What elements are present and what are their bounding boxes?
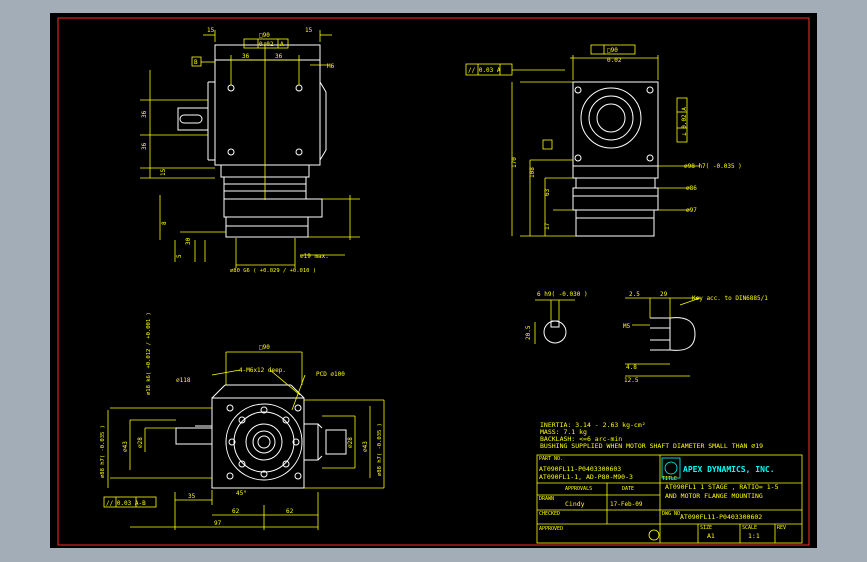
dim-sq90: □90 (259, 32, 270, 39)
dim-36-top-left: 36 (242, 53, 250, 60)
dim-36-left: 36 (141, 110, 148, 118)
dim-sq90-top: □90 (259, 344, 270, 351)
dim-62-right: 62 (286, 508, 294, 515)
company-logo: APEX DYNAMICS, INC. (661, 457, 775, 479)
dim-2-5: 2.5 (629, 291, 640, 298)
label-part-no: PART NO. (539, 456, 563, 462)
notes: INERTIA: 3.14 - 2.63 kg-cm² MASS: 7.1 kg… (540, 421, 763, 450)
dim-phi80-g6: ∅80 G6 ( +0.029 / +0.010 ) (230, 268, 316, 274)
dim-36-top-right: 36 (275, 53, 283, 60)
dim-key-6h9: 6 h9( -0.030 ) (537, 291, 588, 298)
top-view: □90 ∅18 k6( +0.012 / +0.001 ) ∅118 4-M6x… (100, 312, 385, 530)
dim-15-left: 15 (207, 27, 215, 34)
keyway-detail: 6 h9( -0.030 ) 20.5 2.5 29 Key acc. to D… (525, 291, 768, 384)
label-size: SIZE (700, 525, 712, 531)
part-no-2: AT090FL1-1, AD-P80-M90-3 (539, 473, 633, 481)
dim-phi97: ∅97 (686, 207, 697, 214)
label-checked: CHECKED (539, 511, 560, 517)
drawing-border (57, 17, 810, 546)
dim-phi98-h7: ∅98 h7( -0.035 ) (684, 163, 742, 170)
label-approved: APPROVED (539, 526, 563, 532)
title-line-1: AT090FL1 1 STAGE , RATIO= 1-5 (665, 483, 779, 491)
thread-m5: M5 (623, 323, 631, 330)
label-drawn: DRAWN (539, 496, 554, 502)
thread-m6x12: 4-M6x12 deep. (239, 367, 286, 374)
label-title: TITLE (662, 476, 677, 482)
dim-170: 170 (511, 157, 518, 168)
tol-parallel-003: // 0.03 A (468, 67, 501, 74)
dim-phi88-left: ∅88 h7( -0.035 ) (100, 425, 106, 478)
drawn-name: Cindy (565, 500, 585, 508)
front-view: 15 15 □90 0.02 A B 36 36 M6 36 36 15 8 3… (140, 27, 360, 274)
label-date: DATE (622, 486, 634, 492)
dwg-no: AT090FL11-P0403300602 (680, 513, 762, 521)
note-backlash: BACKLASH: <=6 arc-min (540, 435, 622, 443)
label-rev: REV (777, 525, 786, 531)
label-dwg-no: DWG NO. (662, 511, 683, 517)
drawing-sheet (50, 13, 817, 548)
key-note: Key acc. to DIN6885/1 (692, 295, 768, 302)
dim-17: 17 (544, 222, 551, 230)
dim-12-5: 12.5 (624, 377, 639, 384)
side-view: □90 0.02 // 0.03 A ⊥ 0.02 A 170 108 63 1… (465, 44, 742, 237)
note-bushing: BUSHING SUPPLIED WHEN MOTOR SHAFT DIAMET… (540, 442, 763, 450)
dim-phi86: ∅86 (686, 185, 697, 192)
dim-4-8: 4.8 (626, 364, 637, 371)
scale-value: 1:1 (748, 532, 760, 540)
title-line-2: AND MOTOR FLANGE MOUNTING (665, 492, 763, 500)
dim-29: 29 (660, 291, 668, 298)
thread-m6: M6 (327, 63, 335, 70)
size-value: A1 (707, 532, 715, 540)
ref-a: A (280, 41, 284, 48)
tol-002-side: 0.02 (607, 57, 622, 64)
ref-b: B (194, 59, 198, 66)
dim-20-5: 20.5 (525, 325, 532, 340)
drawn-date: 17-Feb-09 (610, 501, 643, 508)
note-inertia: INERTIA: 3.14 - 2.63 kg-cm² (540, 421, 646, 429)
dim-phi28-right: ∅28 (347, 437, 354, 448)
dim-15-right: 15 (305, 27, 313, 34)
title-block: PART NO. AT090FL11-P0403300603 AT090FL1-… (536, 454, 803, 544)
dim-63: 63 (544, 188, 551, 196)
dim-phi118: ∅118 (176, 377, 191, 384)
label-approvals: APPROVALS (565, 486, 592, 492)
note-mass: MASS: 7.1 kg (540, 428, 587, 436)
dim-108: 108 (529, 167, 536, 178)
angle-45: 45° (236, 490, 247, 497)
tol-002: 0.02 (259, 41, 274, 48)
dim-62-left: 62 (232, 508, 240, 515)
dim-5: 5 (176, 254, 183, 258)
dim-15-left-low: 15 (160, 168, 167, 176)
dim-8-low: 8 (161, 221, 168, 225)
dim-35: 35 (188, 493, 196, 500)
dim-36-left-low: 36 (141, 142, 148, 150)
dim-phi43-right: ∅43 (362, 441, 369, 452)
dim-30-low: 30 (185, 237, 192, 245)
dim-phi18-k6: ∅18 k6( +0.012 / +0.001 ) (146, 312, 152, 395)
pcd-100: PCD ∅100 (316, 371, 345, 378)
dim-phi43-left: ∅43 (122, 441, 129, 452)
dim-phi88-right: ∅88 h7( -0.035 ) (377, 423, 383, 476)
dim-97: 97 (214, 520, 222, 527)
part-no-1: AT090FL11-P0403300603 (539, 465, 621, 473)
dim-sq90-side: □90 (607, 47, 618, 54)
dim-phi19-max: ∅19 max. (300, 253, 329, 260)
tol-perp-002: ⊥ 0.02 A (681, 107, 688, 136)
label-scale: SCALE (742, 525, 757, 531)
company-name: APEX DYNAMICS, INC. (683, 465, 775, 474)
dim-phi28-left: ∅28 (137, 437, 144, 448)
tol-003-ab: // 0.03 A-B (106, 500, 146, 507)
